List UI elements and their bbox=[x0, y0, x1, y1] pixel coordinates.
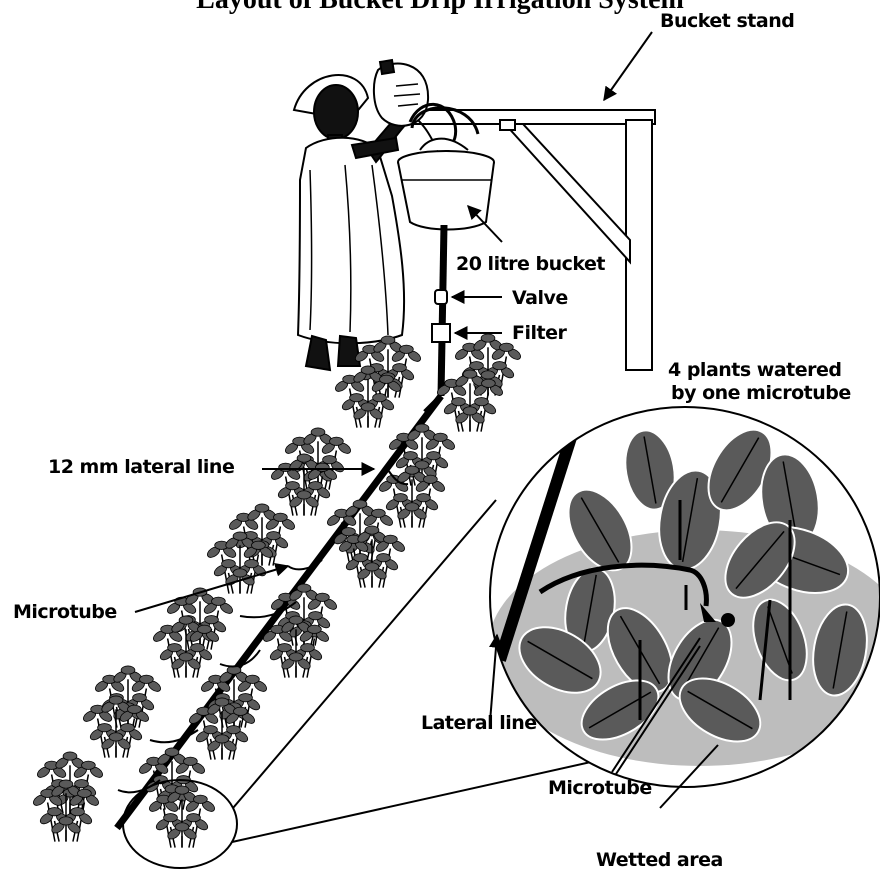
plant-field bbox=[32, 334, 523, 848]
label-valve: Valve bbox=[512, 287, 568, 309]
label-bucket-stand: Bucket stand bbox=[660, 10, 794, 32]
label-filter: Filter bbox=[512, 322, 566, 344]
label-bucket: 20 litre bucket bbox=[456, 253, 605, 275]
valve-icon bbox=[435, 290, 447, 304]
label-wetted-area: Wetted area bbox=[596, 849, 723, 871]
bucket bbox=[398, 108, 494, 230]
plant-cluster bbox=[82, 696, 151, 758]
plant-cluster bbox=[284, 428, 353, 490]
label-microtube-field: Microtube bbox=[13, 601, 117, 623]
label-plants-line2: by one microtube bbox=[671, 382, 851, 404]
detail-view bbox=[488, 400, 880, 787]
filter-icon bbox=[432, 324, 450, 342]
label-microtube-detail: Microtube bbox=[548, 777, 652, 799]
label-12mm-lateral-line: 12 mm lateral line bbox=[48, 456, 234, 478]
label-plants-line1: 4 plants watered bbox=[668, 359, 842, 381]
label-lateral-line: Lateral line bbox=[421, 712, 537, 734]
